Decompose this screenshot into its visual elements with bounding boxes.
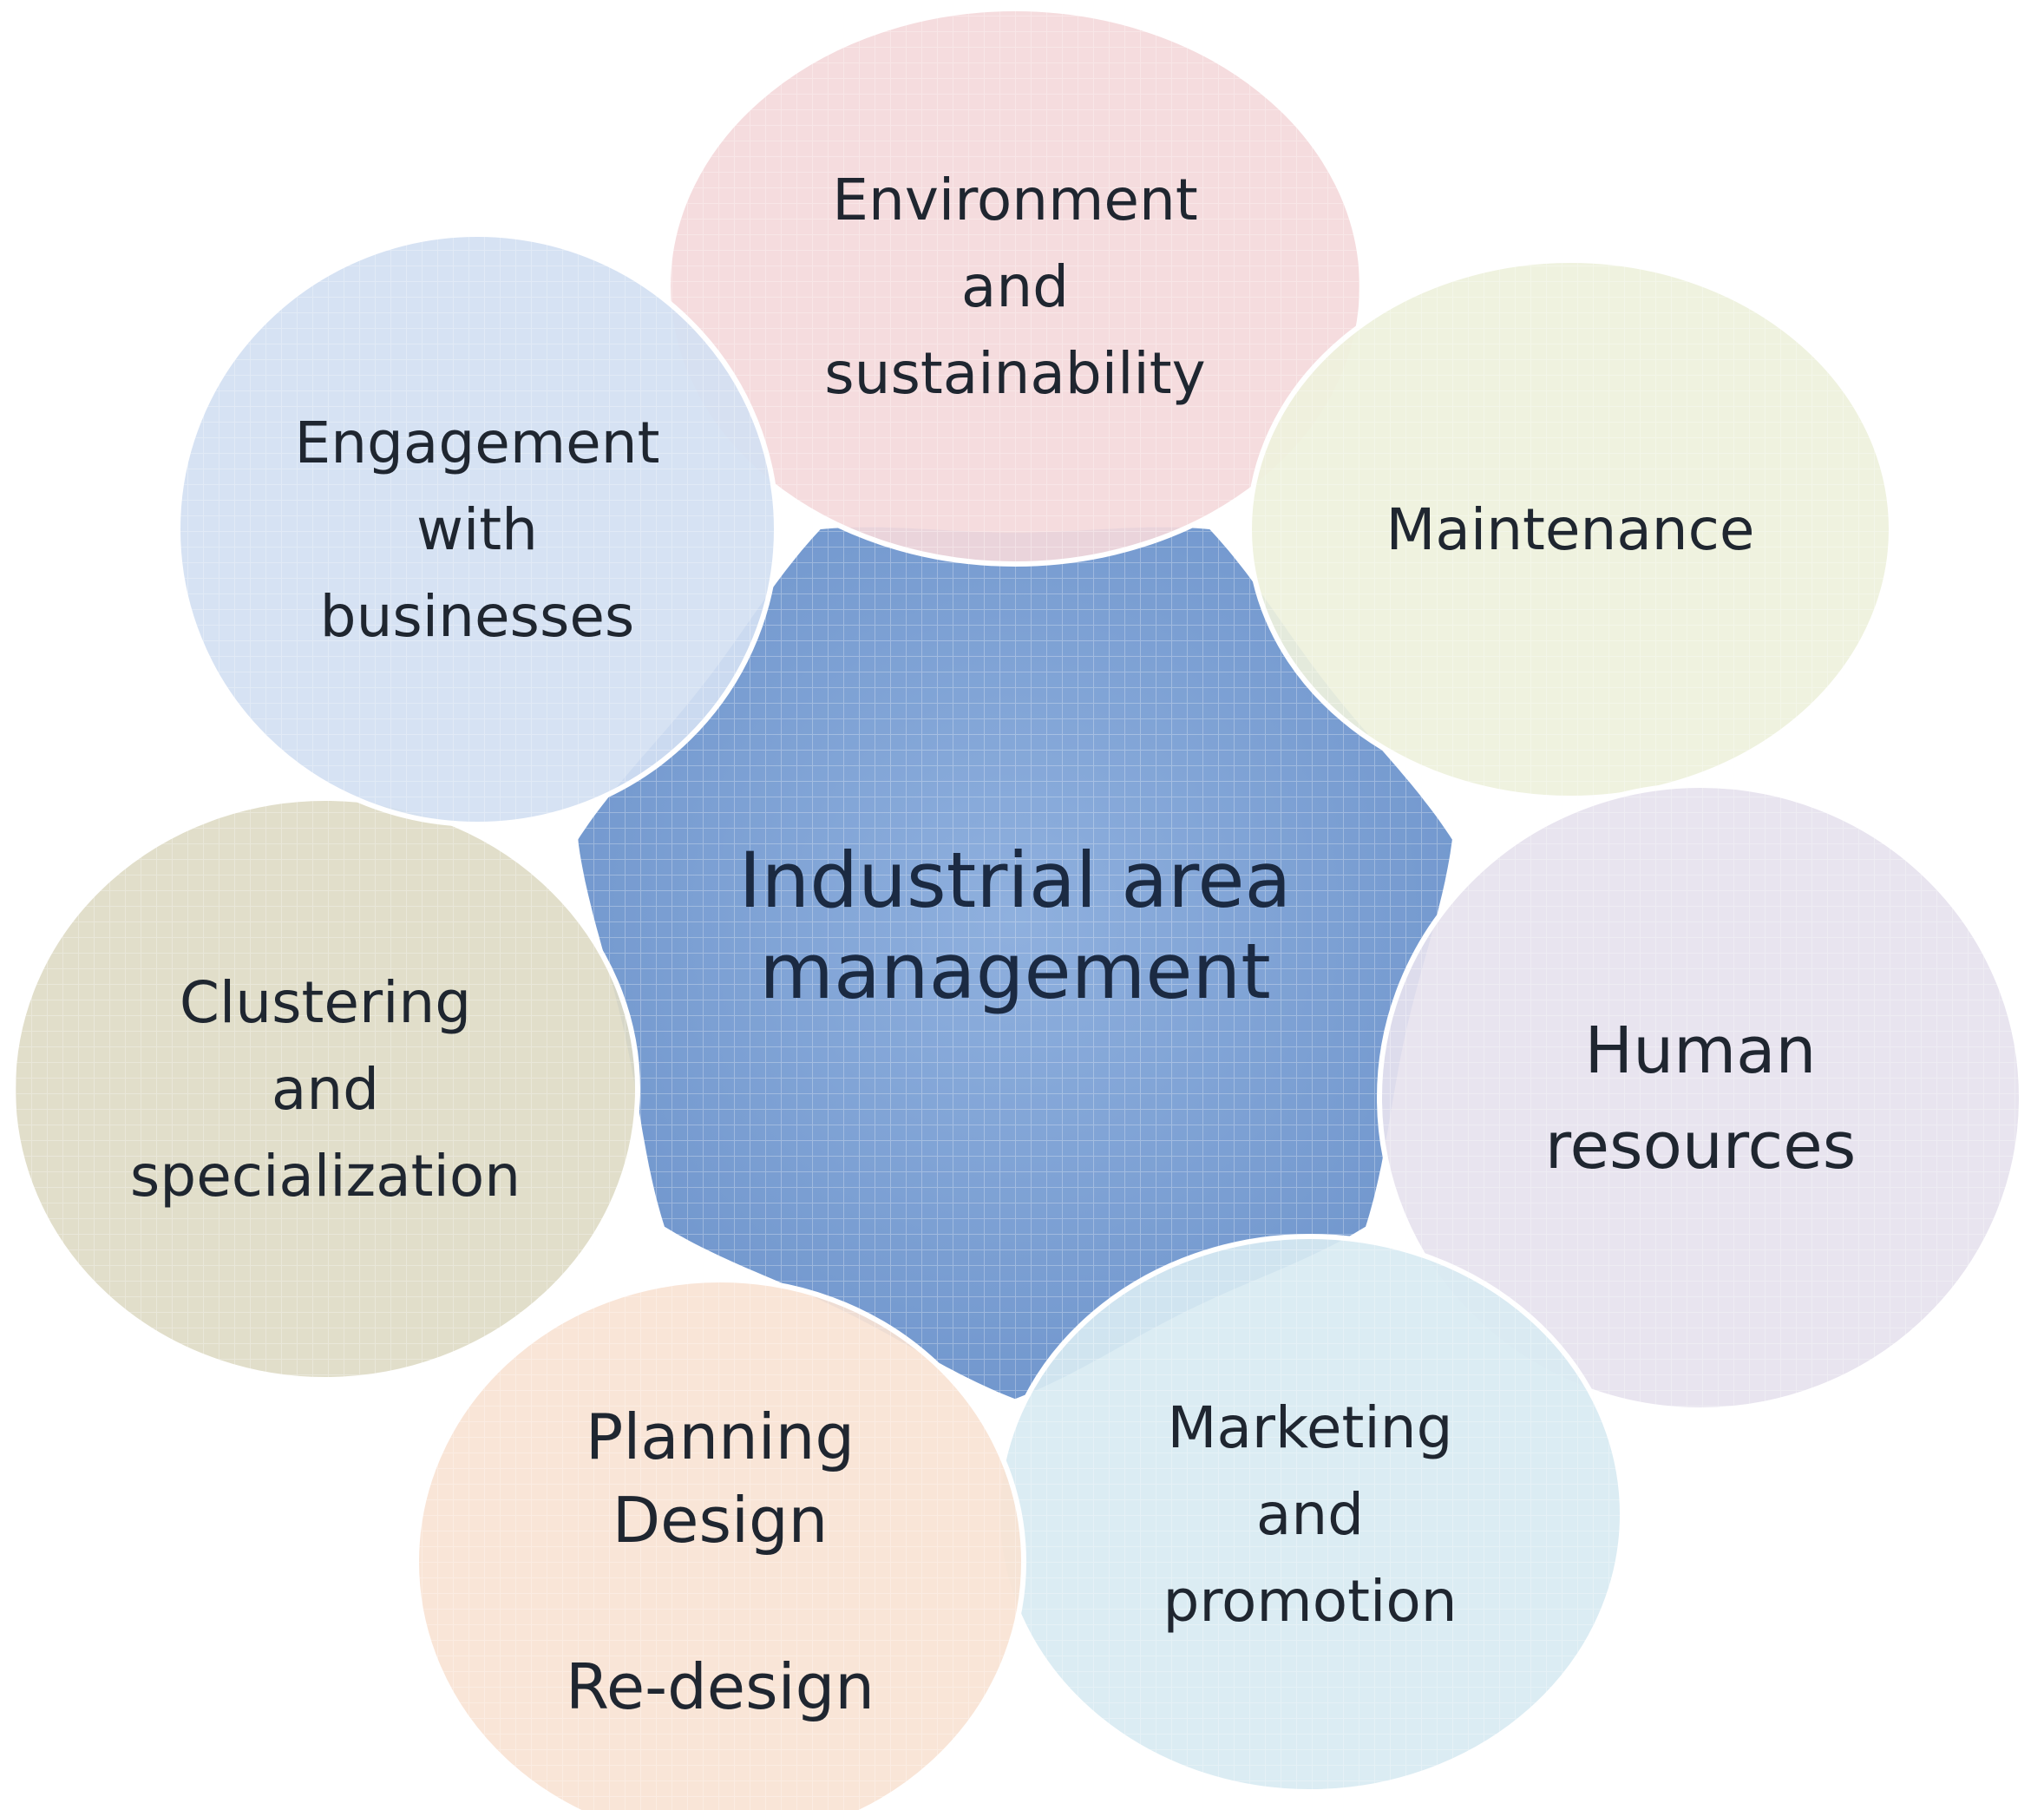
petal-grid-maintenance <box>1249 260 1891 798</box>
petal-label-clustering: Clustering and specialization <box>130 969 521 1210</box>
petal-maintenance: Maintenance <box>1247 258 1894 801</box>
center-label-line: management <box>759 927 1271 1016</box>
petal-label-engagement: Engagement with businesses <box>295 410 660 650</box>
petal-label-line: with <box>416 496 538 563</box>
petal-label-line: specialization <box>130 1143 521 1210</box>
petal-grid-engagement <box>178 234 776 824</box>
petal-engagement: Engagement with businesses <box>175 232 779 827</box>
petal-label-environment: Environment and sustainability <box>824 167 1205 407</box>
petal-grid-planning <box>416 1280 1024 1810</box>
petal-label-line: Engagement <box>295 410 660 476</box>
petal-grid-environment <box>668 9 1362 564</box>
petal-label-human-resources: Human resources <box>1545 1013 1857 1184</box>
petal-marketing: Marketing and promotion <box>995 1234 1625 1794</box>
petal-clustering: Clustering and specialization <box>10 796 640 1382</box>
petal-human-resources: Human resources <box>1377 783 2024 1413</box>
petal-label-line: Re-design <box>566 1650 875 1723</box>
petal-grid-clustering <box>13 798 638 1380</box>
petal-grid-human-resources <box>1379 785 2021 1410</box>
petal-label-line: Design <box>613 1484 829 1557</box>
petal-label-line: and <box>961 253 1069 320</box>
petal-environment: Environment and sustainability <box>665 6 1365 567</box>
petal-label-line: Human <box>1585 1013 1817 1088</box>
petal-label-line: Planning <box>586 1400 855 1473</box>
petal-grid-marketing <box>998 1236 1622 1792</box>
center-label-line: Industrial area <box>739 836 1292 925</box>
petal-label-line: Maintenance <box>1386 496 1754 563</box>
petal-label-line: and <box>1256 1481 1364 1548</box>
petal-label-line: Marketing <box>1168 1394 1453 1461</box>
petal-label-maintenance: Maintenance <box>1386 496 1754 563</box>
petal-label-line: sustainability <box>824 340 1205 407</box>
petal-label-line: and <box>272 1056 379 1123</box>
petal-label-line: resources <box>1545 1109 1857 1184</box>
petal-label-line: businesses <box>320 583 635 650</box>
center-grid-overlay <box>575 524 1455 1402</box>
petal-label-line: promotion <box>1163 1568 1457 1635</box>
petal-label-line: Clustering <box>180 969 471 1036</box>
petal-group: Environment and sustainabilityMaintenanceH… <box>10 6 2024 1810</box>
petal-label-marketing: Marketing and promotion <box>1163 1394 1457 1635</box>
petal-label-line: Environment <box>832 167 1197 233</box>
